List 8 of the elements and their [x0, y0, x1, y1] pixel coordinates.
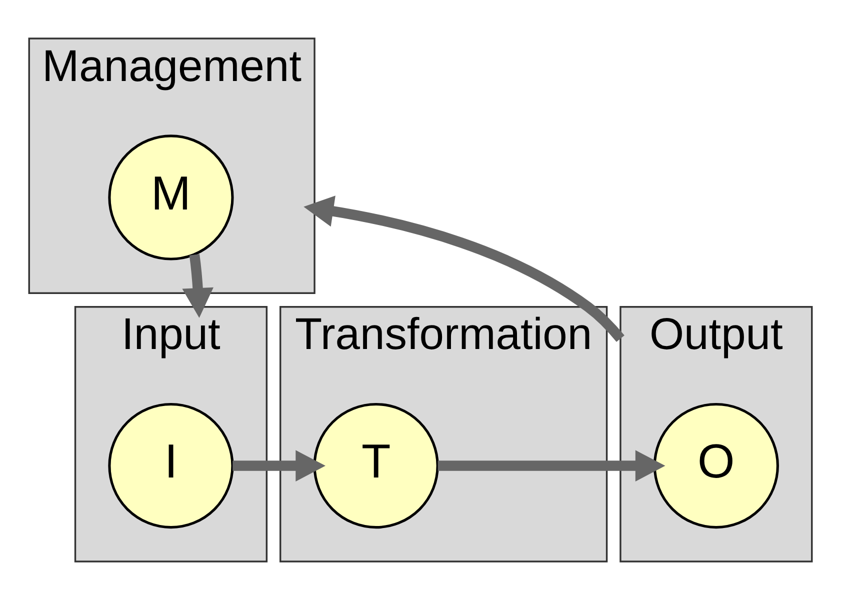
arrow [232, 450, 326, 482]
node-circle: T [313, 402, 439, 529]
node-circle: M [108, 134, 234, 260]
arrow [182, 254, 214, 318]
arrow [304, 196, 624, 342]
arrow [438, 450, 666, 482]
node-circle: I [108, 402, 234, 529]
node-circle: O [653, 402, 779, 529]
